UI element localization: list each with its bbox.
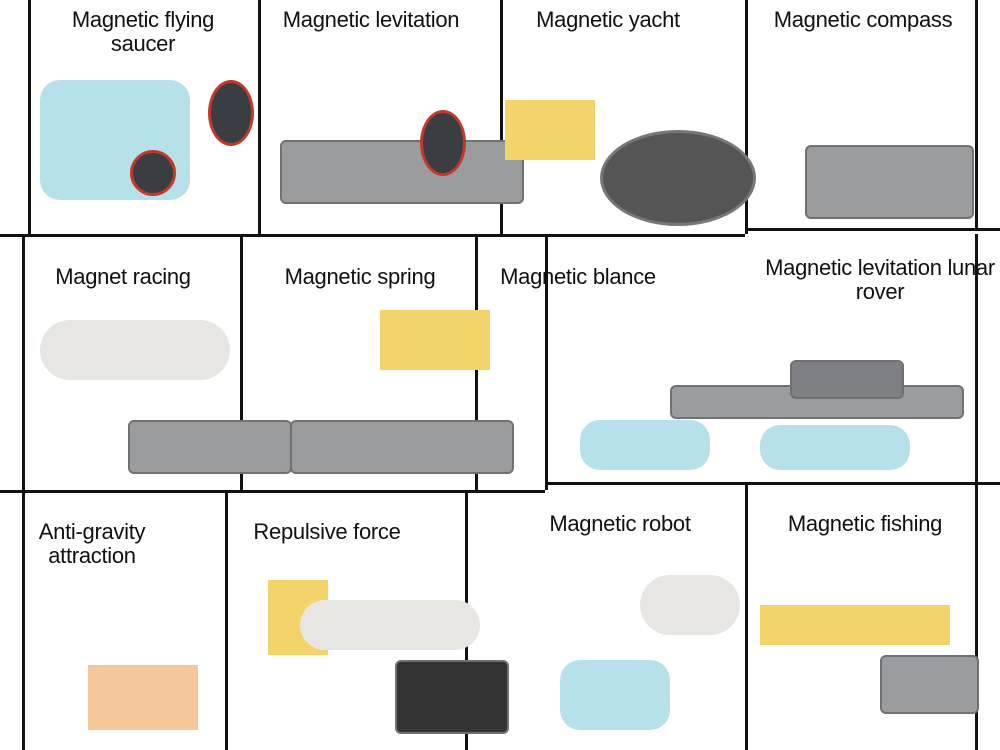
product-photo [790,360,904,399]
product-photo [290,420,514,474]
grid-divider [975,0,978,228]
grid-divider [975,234,978,482]
grid-divider [545,234,548,490]
product-photo [420,110,466,176]
panel-label: Magnetic robot [549,511,691,536]
product-photo [380,310,490,370]
grid-divider [745,482,748,750]
grid-divider [545,482,1000,485]
panel-label: Anti-gravity attraction [38,519,146,568]
product-photo [600,130,756,226]
panel-label: Magnet racing [55,264,191,289]
panel-label: Magnetic levitation [282,7,460,32]
product-photo [580,420,710,470]
panel-label: Repulsive force [253,519,401,544]
product-photo [40,320,230,380]
product-photo [88,665,198,730]
grid-divider [225,490,228,750]
product-photo [128,420,292,474]
product-photo [130,150,176,196]
grid-divider [28,0,31,234]
product-photo [640,575,740,635]
product-photo [560,660,670,730]
grid-divider [240,234,243,490]
grid-divider [22,490,25,750]
grid-divider [0,490,545,493]
panel-label: Magnetic blance [500,264,656,289]
product-photo [760,425,910,470]
grid-divider [258,0,261,234]
panel-label: Magnetic levitation lunar rover [765,255,995,304]
grid-divider [500,0,503,234]
product-photo [880,655,979,714]
grid-divider [22,234,25,490]
product-photo [395,660,509,734]
panel-label: Magnetic yacht [536,7,680,32]
product-photo [280,140,524,204]
panel-label: Magnetic spring [284,264,436,289]
product-photo [300,600,480,650]
grid-divider [745,228,1000,231]
grid-divider [975,482,978,750]
panel-label: Magnetic compass [773,7,953,32]
product-photo [760,605,950,645]
product-photo [505,100,595,160]
grid-divider [745,0,748,234]
grid-divider [0,234,745,237]
panel-label: Magnetic fishing [787,511,943,536]
product-photo [208,80,254,146]
panel-label: Magnetic flying saucer [71,7,215,56]
product-photo [805,145,974,219]
